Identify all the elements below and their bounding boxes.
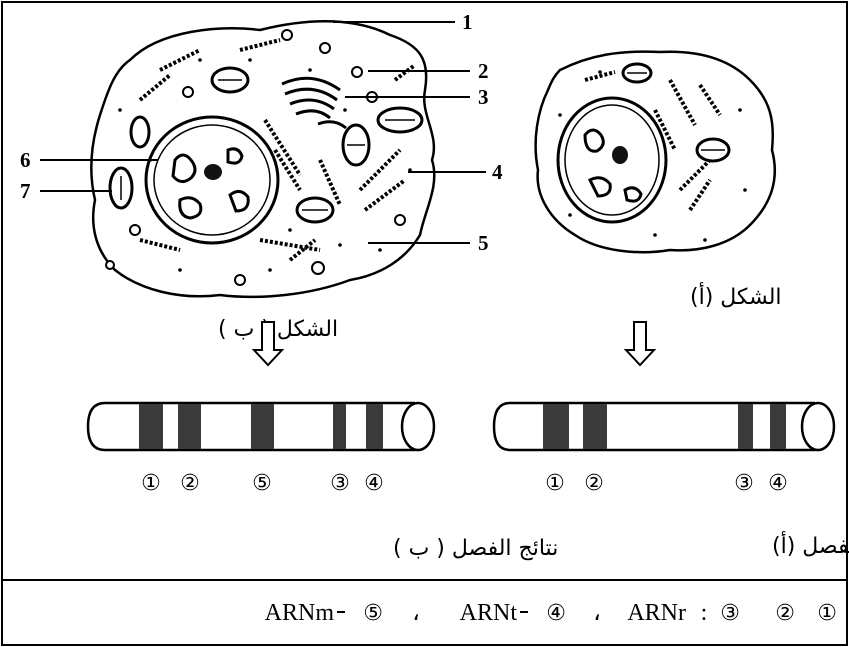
band-b-3 bbox=[333, 404, 346, 449]
cell-b-nuclear-envelope bbox=[146, 117, 278, 243]
band-b-label-5: ⑤ bbox=[252, 471, 272, 496]
arrow-a bbox=[626, 322, 654, 365]
legend-circle-3: ③ bbox=[720, 601, 740, 626]
band-a-label-1: ① bbox=[545, 471, 565, 496]
band-a-label-2: ② bbox=[584, 471, 604, 496]
figure-b-caption: الشكل ( ب ) bbox=[218, 317, 338, 342]
tube-a bbox=[494, 403, 834, 450]
cell-a bbox=[536, 52, 775, 253]
label-7: 7 bbox=[20, 179, 31, 203]
band-b-label-1: ① bbox=[141, 471, 161, 496]
legend-colon: : bbox=[701, 600, 708, 626]
legend-arnr: ARNr bbox=[627, 600, 686, 626]
cell-b-nucleolus bbox=[204, 164, 222, 180]
legend: ① ② ③ : ARNr ، ④ ARNt ، ⑤ ARNm bbox=[265, 600, 837, 626]
tube-b bbox=[88, 403, 434, 450]
results-b-caption: نتائج الفصل ( ب ) bbox=[393, 536, 558, 561]
label-1: 1 bbox=[462, 10, 473, 34]
label-6: 6 bbox=[20, 148, 31, 172]
band-a-2 bbox=[583, 404, 607, 449]
band-a-label-4: ④ bbox=[768, 471, 788, 496]
cell-a-nuclear-envelope bbox=[558, 98, 666, 222]
legend-circle-1: ① bbox=[817, 601, 837, 626]
band-b-1 bbox=[139, 404, 163, 449]
band-a-1 bbox=[543, 404, 569, 449]
band-a-4 bbox=[770, 404, 786, 449]
legend-sep-2: ، bbox=[412, 600, 420, 626]
legend-arnt: ARNt bbox=[460, 600, 518, 626]
figure-a-caption: الشكل (أ) bbox=[690, 282, 782, 310]
label-3: 3 bbox=[478, 85, 489, 109]
band-b-2 bbox=[178, 404, 201, 449]
legend-sep-1: ، bbox=[593, 600, 601, 626]
legend-circle-2: ② bbox=[775, 601, 795, 626]
label-4: 4 bbox=[492, 160, 503, 184]
band-a-label-3: ③ bbox=[734, 471, 754, 496]
legend-arnm: ARNm bbox=[265, 600, 335, 626]
label-5: 5 bbox=[478, 231, 489, 255]
cell-a-nucleolus bbox=[612, 146, 628, 164]
label-2: 2 bbox=[478, 59, 489, 83]
legend-circle-4: ④ bbox=[546, 601, 566, 626]
band-b-5 bbox=[251, 404, 274, 449]
results-a-caption: نتائج الفصل (أ) bbox=[772, 531, 849, 559]
band-a-3 bbox=[738, 404, 753, 449]
legend-circle-5: ⑤ bbox=[363, 601, 383, 626]
band-b-4 bbox=[366, 404, 383, 449]
band-b-label-4: ④ bbox=[364, 471, 384, 496]
band-b-label-3: ③ bbox=[330, 471, 350, 496]
band-b-label-2: ② bbox=[180, 471, 200, 496]
